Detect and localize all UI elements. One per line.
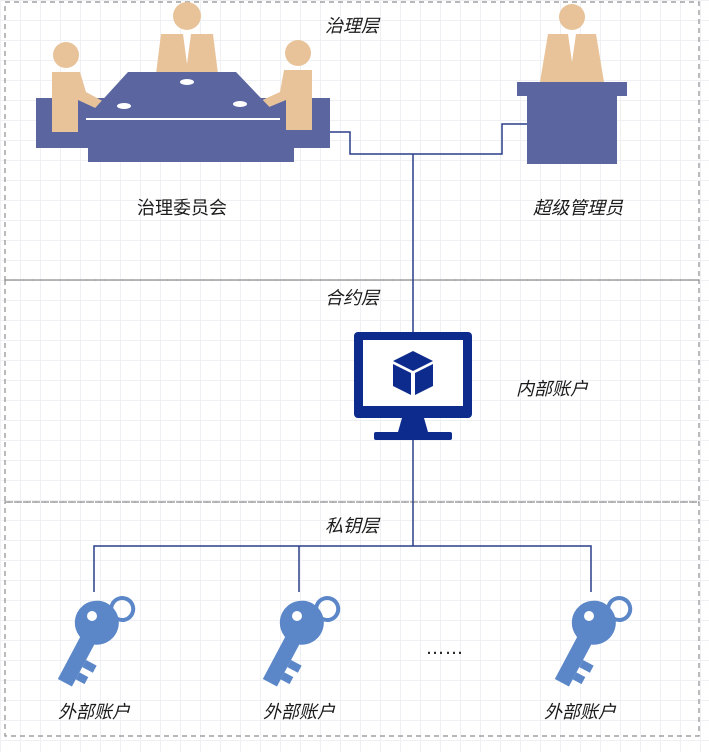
external-account-label: 外部账户 [58, 702, 130, 723]
connector-lines [93, 123, 592, 592]
contract-layer-title: 合约层 [325, 288, 379, 309]
podium-icon [517, 4, 627, 164]
committee-label: 治理委员会 [137, 198, 227, 219]
key-bus-line [93, 545, 592, 592]
external-account-label: 外部账户 [263, 702, 335, 723]
key-icon [57, 596, 136, 687]
key-icon [262, 596, 341, 687]
internal-account-label: 内部账户 [516, 379, 588, 400]
ellipsis-label: …… [426, 638, 464, 659]
private-key-layer-title: 私钥层 [325, 516, 379, 537]
super-admin-label: 超级管理员 [533, 198, 623, 219]
private-key-layer-box [4, 501, 700, 737]
external-account-label: 外部账户 [544, 702, 616, 723]
contract-layer-box [4, 279, 700, 503]
key-icon [554, 596, 633, 687]
conference-table-icon [36, 2, 330, 162]
admin-connector [413, 123, 527, 155]
governance-layer-title: 治理层 [325, 16, 379, 37]
committee-connector [330, 131, 413, 155]
cube-icon [393, 351, 433, 395]
monitor-icon [354, 332, 472, 440]
